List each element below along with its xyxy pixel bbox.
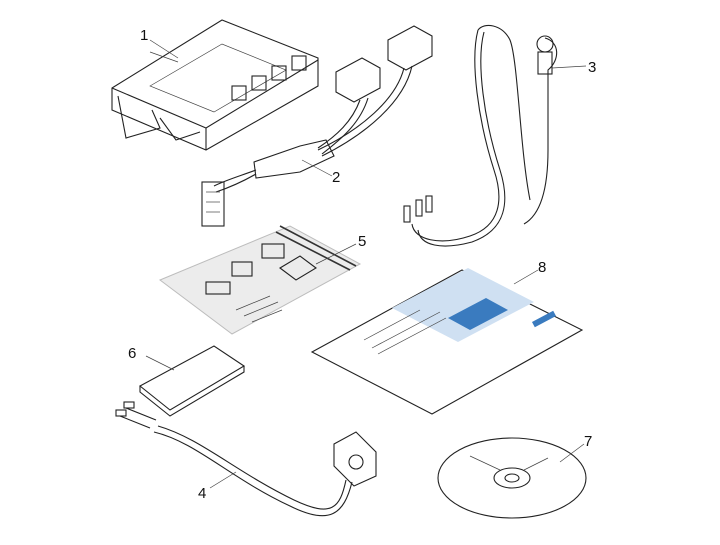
sensor-cable-drawing — [115, 401, 377, 517]
antenna-cable-drawing — [403, 24, 558, 247]
leader-line-1 — [149, 39, 179, 59]
part-label-6: 6 — [128, 345, 136, 362]
leader-line-6 — [145, 355, 175, 371]
part-label-8: 8 — [538, 259, 546, 276]
part-label-4: 4 — [198, 485, 206, 502]
leader-line-7 — [559, 443, 585, 463]
instruction-manual-drawing — [310, 268, 584, 415]
part-label-5: 5 — [358, 233, 366, 250]
leader-line-4 — [209, 471, 237, 489]
leader-line-5 — [315, 243, 357, 265]
part-label-3: 3 — [588, 59, 596, 76]
software-cd-drawing — [437, 437, 587, 519]
part-label-2: 2 — [332, 169, 340, 186]
part-label-7: 7 — [584, 433, 592, 450]
leader-line-2 — [301, 159, 333, 177]
wiring-harness-drawing — [201, 25, 433, 227]
adhesive-pad-drawing — [139, 345, 246, 417]
connector-kit-bag-drawing — [158, 225, 362, 335]
part-label-1: 1 — [140, 27, 148, 44]
leader-line-3 — [551, 65, 587, 69]
leader-line-8 — [513, 269, 539, 285]
control-unit-drawing — [111, 19, 319, 151]
